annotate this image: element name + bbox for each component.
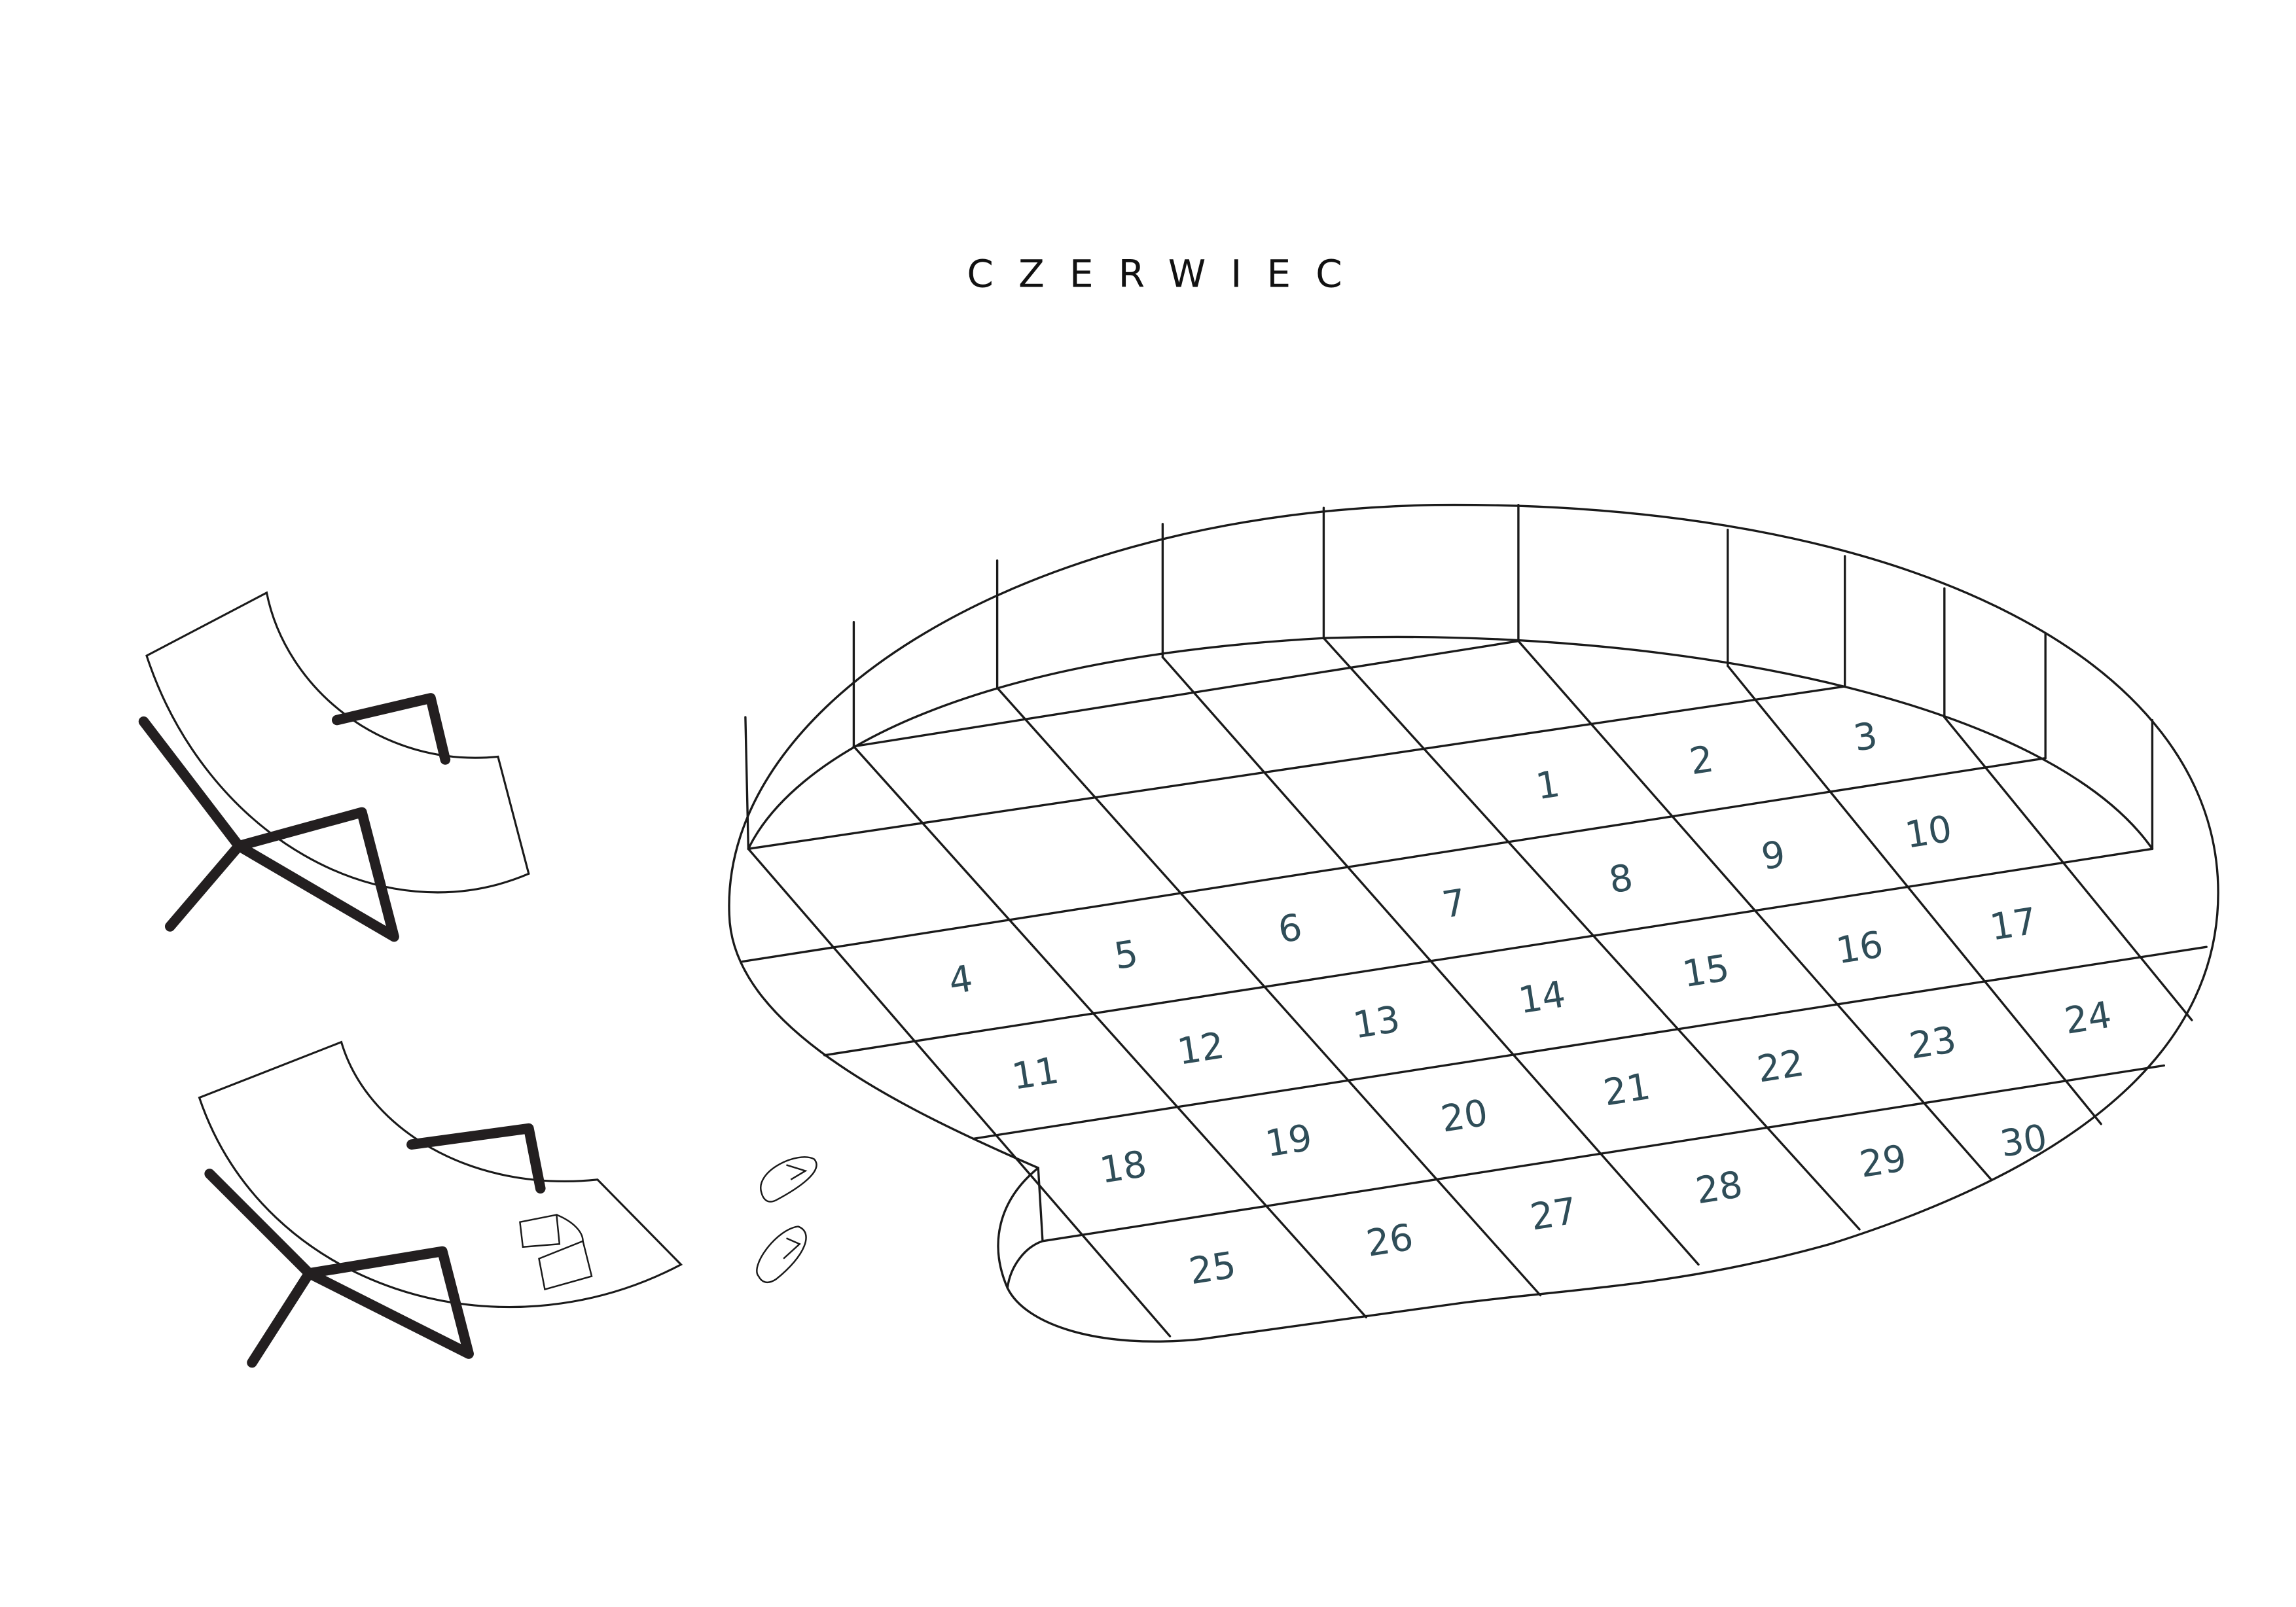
chair-fabric bbox=[198, 1040, 683, 1308]
day-number: 22 bbox=[1754, 1042, 1806, 1091]
month-title: CZERWIEC bbox=[967, 251, 1367, 296]
grid-column-line bbox=[1517, 640, 1993, 1181]
grid-row-line bbox=[852, 640, 1520, 748]
day-number: 17 bbox=[1987, 900, 2039, 949]
day-number: 11 bbox=[1009, 1050, 1062, 1099]
day-number: 9 bbox=[1759, 833, 1788, 879]
day-number: 30 bbox=[1998, 1116, 2050, 1165]
day-number: 8 bbox=[1606, 856, 1636, 902]
grid-column-line bbox=[1943, 716, 2193, 1021]
chair-armrest bbox=[331, 693, 451, 765]
day-number: 26 bbox=[1363, 1216, 1416, 1265]
chair-armrest bbox=[406, 1123, 546, 1194]
day-number: 10 bbox=[1902, 807, 1954, 856]
day-number: 12 bbox=[1175, 1024, 1227, 1073]
day-number: 27 bbox=[1528, 1190, 1580, 1239]
grid-column-line bbox=[1322, 637, 1861, 1231]
grid-column-line bbox=[1727, 665, 2102, 1125]
grid-column-line bbox=[852, 745, 1367, 1318]
chair-frame bbox=[204, 1169, 474, 1368]
grid-row-line bbox=[741, 756, 2047, 963]
day-number: 21 bbox=[1600, 1065, 1653, 1114]
pool-outer-outline bbox=[728, 503, 2219, 1343]
day-number: 1 bbox=[1533, 763, 1562, 809]
day-number: 19 bbox=[1263, 1116, 1315, 1165]
grid-column-line bbox=[1161, 656, 1700, 1266]
day-number: 18 bbox=[1097, 1143, 1149, 1192]
day-number: 7 bbox=[1439, 881, 1469, 927]
day-number: 25 bbox=[1186, 1244, 1238, 1293]
grid-row-line bbox=[1041, 1064, 2166, 1243]
day-number: 28 bbox=[1693, 1163, 1745, 1212]
day-number: 4 bbox=[946, 957, 975, 1003]
day-number: 5 bbox=[1111, 932, 1141, 978]
pool-wall-line bbox=[744, 716, 750, 851]
chair-frame bbox=[138, 716, 399, 942]
day-number: 3 bbox=[1851, 715, 1880, 760]
day-number: 2 bbox=[1687, 738, 1716, 784]
day-number: 23 bbox=[1907, 1019, 1959, 1068]
grid-row-line bbox=[747, 685, 1846, 851]
pool-inner-edge bbox=[747, 635, 2154, 851]
day-number: 6 bbox=[1276, 906, 1305, 952]
day-number: 14 bbox=[1516, 973, 1568, 1022]
grid-column-line bbox=[747, 847, 1172, 1337]
pool-front-rim bbox=[1006, 1167, 1044, 1290]
book-icon bbox=[519, 1214, 593, 1291]
day-number: 20 bbox=[1438, 1091, 1490, 1140]
day-number: 29 bbox=[1857, 1137, 1909, 1186]
flip-flops-icon bbox=[756, 1156, 817, 1284]
day-number: 13 bbox=[1350, 998, 1403, 1047]
grid-column-line bbox=[996, 686, 1542, 1297]
calendar-grid bbox=[741, 637, 2208, 1337]
day-number: 16 bbox=[1833, 923, 1886, 972]
chair-fabric bbox=[145, 591, 530, 894]
deck-chair-top bbox=[138, 591, 530, 942]
pool-wall-lines bbox=[744, 504, 2154, 851]
grid-row-line bbox=[823, 847, 2154, 1057]
deck-chair-bottom bbox=[198, 1040, 683, 1368]
day-number: 24 bbox=[2062, 994, 2114, 1043]
grid-row-line bbox=[973, 945, 2208, 1140]
day-number: 15 bbox=[1679, 947, 1732, 996]
